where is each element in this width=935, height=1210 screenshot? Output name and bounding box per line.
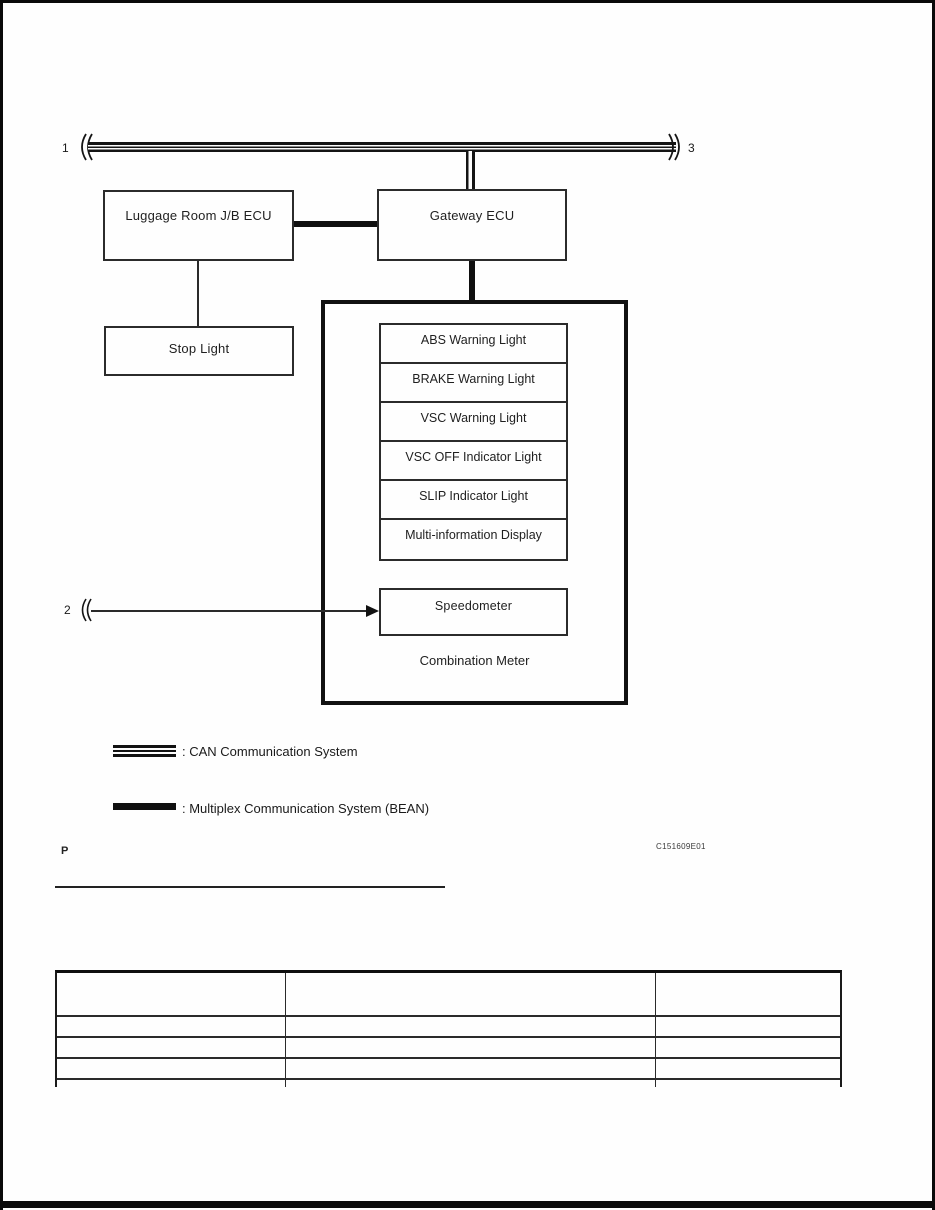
- table-row: [57, 1059, 840, 1080]
- figure-code: C151609E01: [656, 842, 706, 851]
- node-gateway-ecu: Gateway ECU: [377, 189, 567, 261]
- page-border-left: [0, 0, 3, 1210]
- table-cell: [656, 1080, 840, 1087]
- table-cell: [286, 1038, 656, 1057]
- node-label: Stop Light: [168, 341, 230, 356]
- node-combination-meter: [321, 300, 628, 705]
- node-label: Speedometer: [434, 599, 513, 613]
- meter-item-abs-warning-light: ABS Warning Light: [381, 325, 566, 364]
- page-border-bottom: [0, 1201, 935, 1208]
- legend-bean-swatch-icon: [113, 803, 176, 810]
- bean-connector-horizontal: [294, 221, 377, 227]
- table-cell: [57, 1017, 286, 1036]
- page-border-top: [0, 0, 935, 3]
- can-connector-gateway: [466, 151, 475, 190]
- combination-meter-caption: Combination Meter: [419, 653, 530, 668]
- wire-stop-light: [197, 261, 199, 326]
- meter-item-vsc-off-indicator-light: VSC OFF Indicator Light: [381, 442, 566, 481]
- legend-bean-label: : Multiplex Communication System (BEAN): [182, 801, 430, 816]
- arrowhead-icon: [366, 605, 379, 617]
- node-stop-light: Stop Light: [104, 326, 294, 376]
- can-bus-line: [88, 142, 676, 152]
- table-cell: [57, 1080, 286, 1087]
- table-cell: [57, 1059, 286, 1078]
- table-cell: [286, 1059, 656, 1078]
- line-break-icon: [81, 598, 92, 622]
- table-row: [57, 1017, 840, 1038]
- meter-item-brake-warning-light: BRAKE Warning Light: [381, 364, 566, 403]
- arrow-line-speedometer: [91, 610, 368, 612]
- table-row: [57, 1038, 840, 1059]
- dtc-table: [55, 970, 842, 1087]
- table-header-cell: [286, 973, 656, 1015]
- meter-item-vsc-warning-light: VSC Warning Light: [381, 403, 566, 442]
- table-cell: [656, 1038, 840, 1057]
- bus-marker-1: 1: [62, 141, 69, 155]
- page-letter: P: [61, 845, 69, 857]
- page-border-right: [932, 0, 935, 1210]
- table-header-cell: [57, 973, 286, 1015]
- table-cell: [656, 1017, 840, 1036]
- legend-can-swatch-icon: [113, 745, 176, 757]
- arrow-marker-2: 2: [64, 603, 71, 617]
- table-header-cell: [656, 973, 840, 1015]
- node-luggage-room-jb-ecu: Luggage Room J/B ECU: [103, 190, 294, 261]
- line-break-icon: [668, 133, 680, 161]
- node-speedometer: Speedometer: [379, 588, 568, 636]
- table-cell: [286, 1017, 656, 1036]
- bean-connector-vertical: [469, 261, 475, 302]
- node-label: Luggage Room J/B ECU: [125, 208, 272, 223]
- meter-item-slip-indicator-light: SLIP Indicator Light: [381, 481, 566, 520]
- meter-item-multi-information-display: Multi-information Display: [405, 528, 542, 542]
- table-cell: [286, 1080, 656, 1087]
- meter-item-stack: ABS Warning Light BRAKE Warning Light VS…: [379, 323, 568, 561]
- table-row-cutoff: [57, 1080, 840, 1087]
- bus-marker-3: 3: [688, 141, 695, 155]
- table-cell: [656, 1059, 840, 1078]
- legend-can-label: : CAN Communication System: [182, 744, 358, 759]
- node-label: Gateway ECU: [429, 208, 515, 223]
- section-rule: [55, 886, 445, 888]
- table-cell: [57, 1038, 286, 1057]
- table-header-row: [57, 973, 840, 1017]
